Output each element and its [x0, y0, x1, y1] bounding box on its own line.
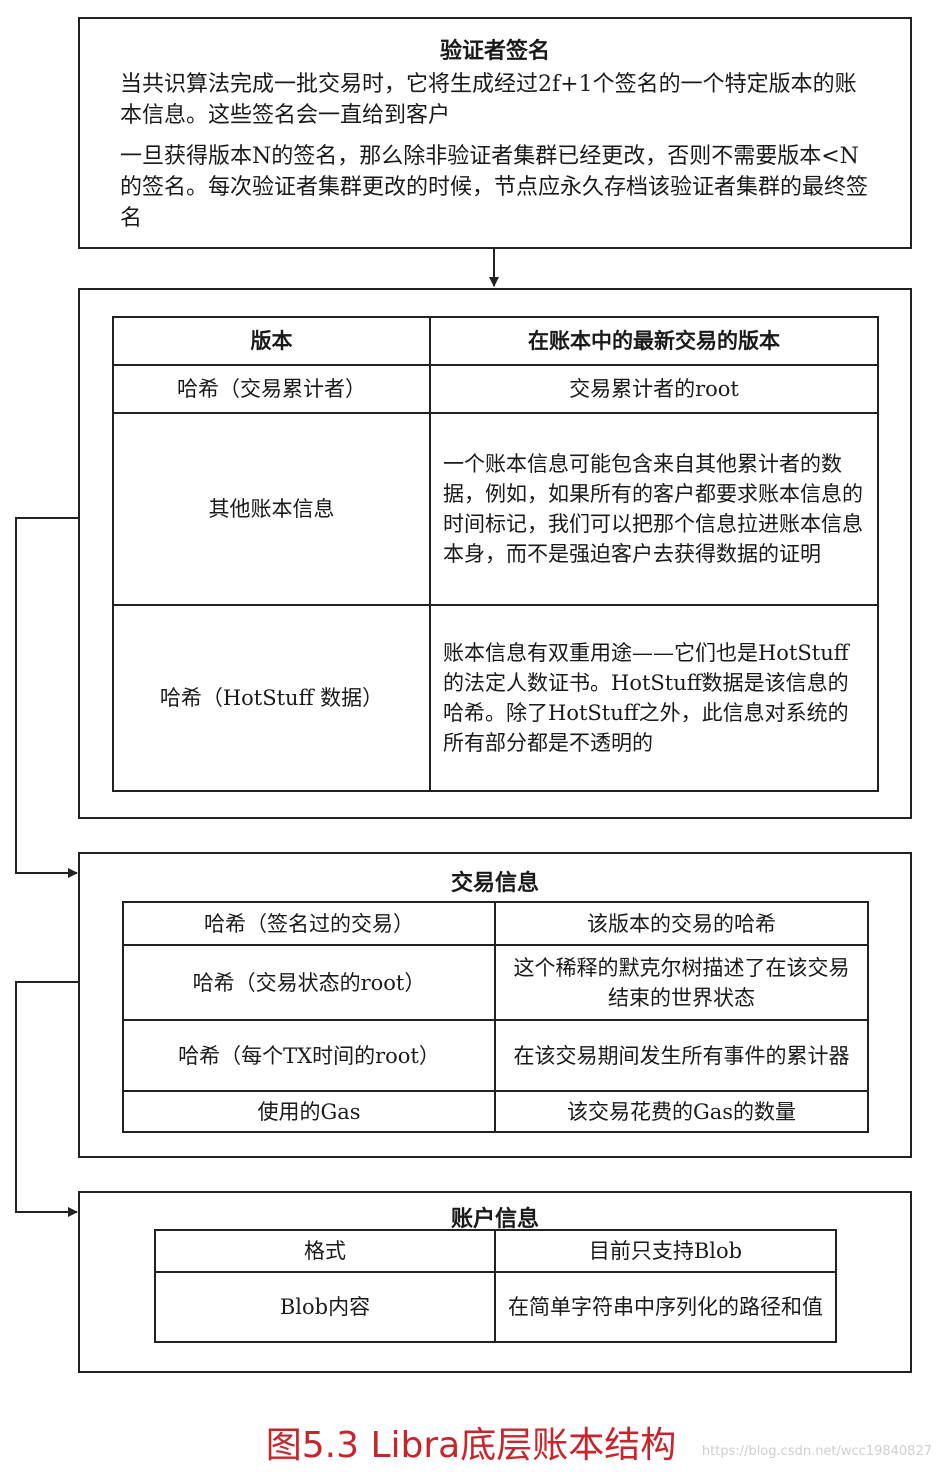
- account-format: 格式: [154, 1229, 496, 1273]
- ledger-hash-accumulator: 哈希（交易累计者）: [112, 364, 431, 414]
- account-format-desc: 目前只支持Blob: [494, 1229, 837, 1273]
- table-row: 版本 在账本中的最新交易的版本: [112, 316, 879, 366]
- table-row: 哈希（交易累计者） 交易累计者的root: [112, 364, 879, 414]
- account-info-table: 格式 目前只支持Blob Blob内容 在简单字符串中序列化的路径和值: [154, 1229, 837, 1343]
- validator-signature-para-2: 一旦获得版本N的签名，那么除非验证者集群已经更改，否则不需要版本<N的签名。每次…: [120, 144, 869, 231]
- tx-gas-used: 使用的Gas: [122, 1090, 496, 1133]
- tx-state-root: 哈希（交易状态的root）: [122, 944, 496, 1021]
- tx-gas-used-desc: 该交易花费的Gas的数量: [494, 1090, 869, 1133]
- ledger-hotstuff-desc: 账本信息有双重用途——它们也是HotStuff的法定人数证书。HotStuff数…: [429, 604, 879, 792]
- arrow-transaction-to-account: [15, 981, 123, 1217]
- tx-signed-hash: 哈希（签名过的交易）: [122, 901, 496, 946]
- account-blob-content-desc: 在简单字符串中序列化的路径和值: [494, 1271, 837, 1343]
- account-blob-content: Blob内容: [154, 1271, 496, 1343]
- ledger-hotstuff-hash: 哈希（HotStuff 数据）: [112, 604, 431, 792]
- table-row: 哈希（每个TX时间的root） 在该交易期间发生所有事件的累计器: [122, 1019, 869, 1092]
- ledger-other-info-desc: 一个账本信息可能包含来自其他累计者的数据，例如，如果所有的客户都要求账本信息的时…: [429, 412, 879, 606]
- watermark: https://blog.csdn.net/wcc19840827: [701, 1444, 932, 1459]
- validator-signature-title: 验证者签名: [439, 39, 550, 64]
- ledger-header-version: 版本: [112, 316, 431, 366]
- table-row: 哈希（交易状态的root） 这个稀释的默克尔树描述了在该交易结束的世界状态: [122, 944, 869, 1021]
- ledger-accumulator-root: 交易累计者的root: [429, 364, 879, 414]
- tx-signed-hash-desc: 该版本的交易的哈希: [494, 901, 869, 946]
- transaction-info-table: 哈希（签名过的交易） 该版本的交易的哈希 哈希（交易状态的root） 这个稀释的…: [122, 901, 869, 1133]
- arrow-ledger-to-transaction: [15, 517, 113, 878]
- table-row: Blob内容 在简单字符串中序列化的路径和值: [154, 1271, 837, 1343]
- ledger-other-info: 其他账本信息: [112, 412, 431, 606]
- tx-event-root: 哈希（每个TX时间的root）: [122, 1019, 496, 1092]
- tx-state-root-desc: 这个稀释的默克尔树描述了在该交易结束的世界状态: [494, 944, 869, 1021]
- table-row: 其他账本信息 一个账本信息可能包含来自其他累计者的数据，例如，如果所有的客户都要…: [112, 412, 879, 606]
- table-row: 使用的Gas 该交易花费的Gas的数量: [122, 1090, 869, 1133]
- figure-caption: 图5.3 Libra底层账本结构: [265, 1425, 677, 1466]
- ledger-header-latest-version: 在账本中的最新交易的版本: [429, 316, 879, 366]
- account-info-title: 账户信息: [450, 1207, 539, 1232]
- tx-event-root-desc: 在该交易期间发生所有事件的累计器: [494, 1019, 869, 1092]
- table-row: 哈希（HotStuff 数据） 账本信息有双重用途——它们也是HotStuff的…: [112, 604, 879, 792]
- ledger-info-table: 版本 在账本中的最新交易的版本 哈希（交易累计者） 交易累计者的root 其他账…: [112, 316, 879, 792]
- table-row: 哈希（签名过的交易） 该版本的交易的哈希: [122, 901, 869, 946]
- validator-signature-para-1: 当共识算法完成一批交易时，它将生成经过2f+1个签名的一个特定版本的账本信息。这…: [120, 72, 857, 128]
- transaction-info-title: 交易信息: [450, 871, 539, 896]
- validator-signature-box: 验证者签名 当共识算法完成一批交易时，它将生成经过2f+1个签名的一个特定版本的…: [78, 17, 912, 249]
- table-row: 格式 目前只支持Blob: [154, 1229, 837, 1273]
